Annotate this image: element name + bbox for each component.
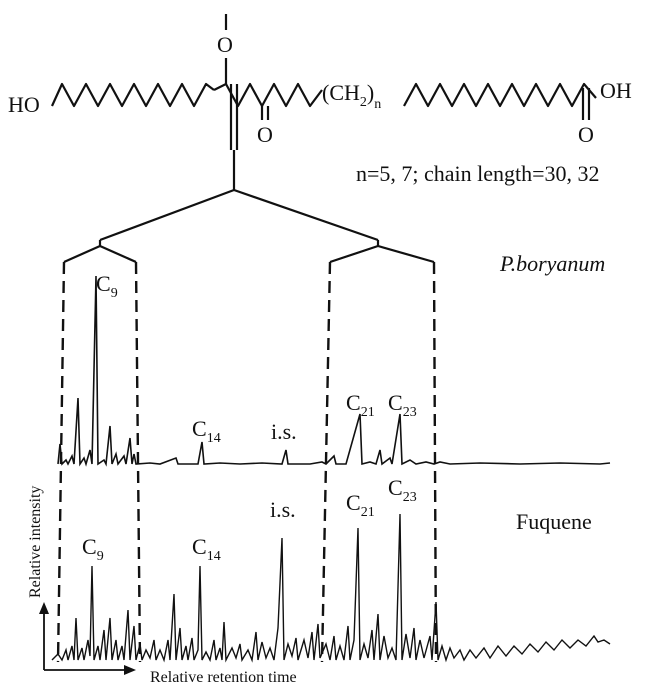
x-axis-arrowhead: [124, 665, 136, 675]
structure-caption: n=5, 7; chain length=30, 32: [356, 161, 600, 186]
ch2-n: n: [374, 97, 381, 112]
y-axis-arrowhead: [39, 602, 49, 614]
pb-c14-main: C: [192, 416, 207, 441]
peak-label-fq-is: i.s.: [270, 497, 296, 522]
pb-c23-main: C: [388, 390, 403, 415]
peak-label-pb-c9: C9: [96, 271, 118, 301]
fq-c23-main: C: [388, 475, 403, 500]
peak-label-fq-c14: C14: [192, 534, 221, 564]
pb-c21-main: C: [346, 390, 361, 415]
guide-left-2: [134, 261, 142, 663]
label-oh: OH: [600, 78, 632, 103]
fq-c14-sub: 14: [207, 549, 221, 564]
trace-fuquene: Fuquene C9 C14 i.s. C21 C23: [51, 475, 611, 663]
peak-label-pb-is: i.s.: [271, 419, 297, 444]
ch2-close: ): [367, 80, 374, 105]
x-axis-label: Relative retention time: [150, 669, 297, 685]
peak-label-pb-c21: C21: [346, 390, 375, 420]
guide-right-1: [320, 261, 332, 663]
trace-pboryanum: P.boryanum C9 C14 i.s. C21 C23: [57, 251, 611, 467]
tree-left-a: [63, 244, 101, 264]
tree-right-a: [329, 244, 379, 264]
label-o-ester: O: [217, 32, 233, 57]
tree-branch-left: [99, 188, 235, 242]
molecule-structure: [50, 14, 597, 190]
pb-c9-main: C: [96, 271, 111, 296]
peak-label-fq-c9: C9: [82, 534, 104, 564]
fq-c9-main: C: [82, 534, 97, 559]
trace-pboryanum-line: [57, 275, 611, 467]
peak-label-pb-c14: C14: [192, 416, 221, 446]
ch2-sub: 2: [360, 95, 367, 110]
fq-c9-sub: 9: [97, 549, 104, 564]
fq-c14-main: C: [192, 534, 207, 559]
trace-name-pboryanum: P.boryanum: [499, 251, 605, 276]
pb-c14-sub: 14: [207, 431, 221, 446]
fq-c23-sub: 23: [403, 490, 417, 505]
trace-name-fuquene: Fuquene: [516, 509, 592, 534]
axes: [39, 602, 136, 675]
peak-label-fq-c21: C21: [346, 490, 375, 520]
fragment-tree: [63, 188, 435, 264]
peak-label-pb-c23: C23: [388, 390, 417, 420]
pb-c21-sub: 21: [361, 405, 375, 420]
ch2-open: (CH: [322, 80, 360, 105]
right-alkyl-chain: [403, 82, 597, 108]
tree-right-b: [377, 244, 435, 264]
molecule-labels: HO OH O O O (CH2)n n=5, 7; chain length=…: [8, 32, 632, 186]
pb-c23-sub: 23: [403, 405, 417, 420]
fq-c21-sub: 21: [361, 505, 375, 520]
label-o-acid: O: [578, 122, 594, 147]
trace-fuquene-line: [51, 513, 611, 663]
label-ch2: (CH2)n: [322, 80, 381, 112]
left-alkyl-chain: [50, 82, 215, 108]
y-axis-label: Relative intensity: [27, 486, 44, 598]
peak-label-fq-c23: C23: [388, 475, 417, 505]
fq-c21-main: C: [346, 490, 361, 515]
pb-c9-sub: 9: [111, 286, 118, 301]
label-ho: HO: [8, 92, 40, 117]
dashed-guides: [56, 261, 438, 663]
tree-branch-right: [233, 188, 379, 242]
middle-alkyl-chain: [213, 82, 323, 108]
guide-right-2: [432, 261, 438, 663]
tree-left-b: [99, 244, 137, 264]
label-o-mid: O: [257, 122, 273, 147]
